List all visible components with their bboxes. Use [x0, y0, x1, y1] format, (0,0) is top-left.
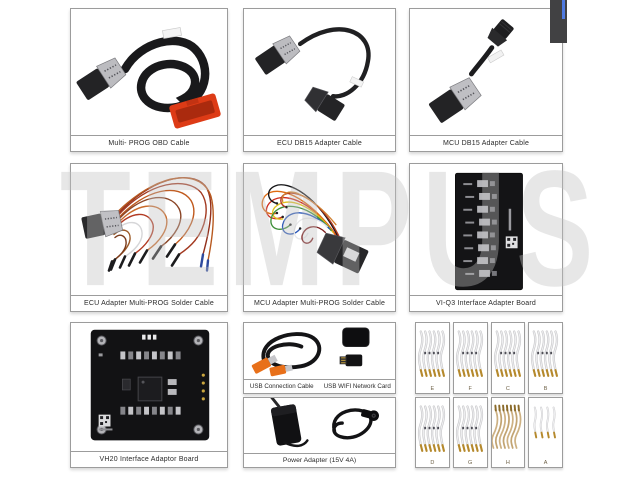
- wire-kit-panel: A: [528, 396, 563, 468]
- wire-kit-panel: F: [452, 322, 488, 394]
- panel-caption: Power Adapter (15V 4A): [244, 453, 395, 467]
- power-adapter-photo: [244, 398, 395, 453]
- wire-kit-panel: B: [528, 322, 563, 394]
- mcu-solder-cable-photo: [244, 164, 395, 295]
- ecu-solder-cable-photo: [71, 164, 227, 295]
- jumper-wires-photo: [533, 406, 557, 438]
- panel-caption: MCU Adapter Multi-PROG Solder Cable: [244, 295, 395, 311]
- panel-ecu-db15-cable: ECU DB15 Adapter Cable: [243, 8, 396, 152]
- jumper-wires-photo: [491, 404, 521, 449]
- panel-caption: VI-Q3 Interface Adapter Board: [410, 295, 562, 311]
- kit-letter: B: [543, 385, 548, 392]
- jumper-wires-photo: [531, 330, 559, 377]
- kit-letter: D: [430, 460, 435, 466]
- jumper-wires-photo: [493, 330, 521, 377]
- kit-letter: H: [505, 460, 510, 466]
- panel-mcu-db15-cable: MCU DB15 Adapter Cable: [409, 8, 563, 152]
- panel-usb-kit: USB Connection Cable USB WIFI Network Ca…: [243, 322, 396, 394]
- cropped-ui-artifact: [550, 0, 567, 43]
- panel-viq3-board: VI-Q3 Interface Adapter Board: [409, 163, 563, 312]
- panel-mcu-solder-cable: MCU Adapter Multi-PROG Solder Cable: [243, 163, 396, 312]
- usb-kit-captions: USB Connection Cable USB WIFI Network Ca…: [244, 379, 395, 393]
- jumper-wires-photo: [417, 330, 446, 377]
- wire-kit-panel: D: [415, 396, 450, 468]
- panel-power-adapter: Power Adapter (15V 4A): [243, 397, 396, 468]
- panel-caption: MCU DB15 Adapter Cable: [410, 135, 562, 151]
- panel-ecu-solder-cable: ECU Adapter Multi-PROG Solder Cable: [70, 163, 228, 312]
- panel-caption: ECU DB15 Adapter Cable: [244, 135, 395, 151]
- panel-vh20-board: VH20 Interface Adaptor Board: [70, 322, 228, 468]
- vh20-board-photo: [71, 323, 227, 451]
- kit-letter: G: [467, 460, 473, 466]
- wire-kit-panel: C: [490, 322, 526, 394]
- panel-multi-prog-obd-cable: Multi- PROG OBD Cable: [70, 8, 228, 152]
- mcu-db15-cable-photo: [410, 9, 562, 135]
- usb-cable-caption: USB Connection Cable: [249, 383, 314, 390]
- wire-kit-panel: E: [415, 322, 450, 394]
- wire-kit-grid: E: [415, 322, 563, 468]
- viq3-board-photo: [410, 164, 562, 295]
- wire-kit-panel: H: [490, 396, 526, 468]
- cropped-ui-artifact-accent: [562, 0, 565, 19]
- usb-kit-photo: [244, 323, 395, 379]
- panel-caption: VH20 Interface Adaptor Board: [71, 451, 227, 467]
- kit-letter: A: [543, 460, 548, 466]
- usb-wifi-caption: USB WIFI Network Card: [323, 383, 391, 390]
- kit-letter: F: [468, 385, 472, 392]
- wire-kit-panel: G: [452, 396, 488, 468]
- jumper-wires-photo: [455, 404, 483, 452]
- panel-caption: Multi- PROG OBD Cable: [71, 135, 227, 151]
- jumper-wires-photo: [455, 330, 483, 377]
- panel-caption: ECU Adapter Multi-PROG Solder Cable: [71, 295, 227, 311]
- jumper-wires-photo: [417, 404, 446, 452]
- multi-prog-obd-cable-photo: [71, 9, 227, 135]
- kit-letter: E: [430, 385, 435, 392]
- kit-letter: C: [505, 385, 510, 392]
- ecu-db15-cable-photo: [244, 9, 395, 135]
